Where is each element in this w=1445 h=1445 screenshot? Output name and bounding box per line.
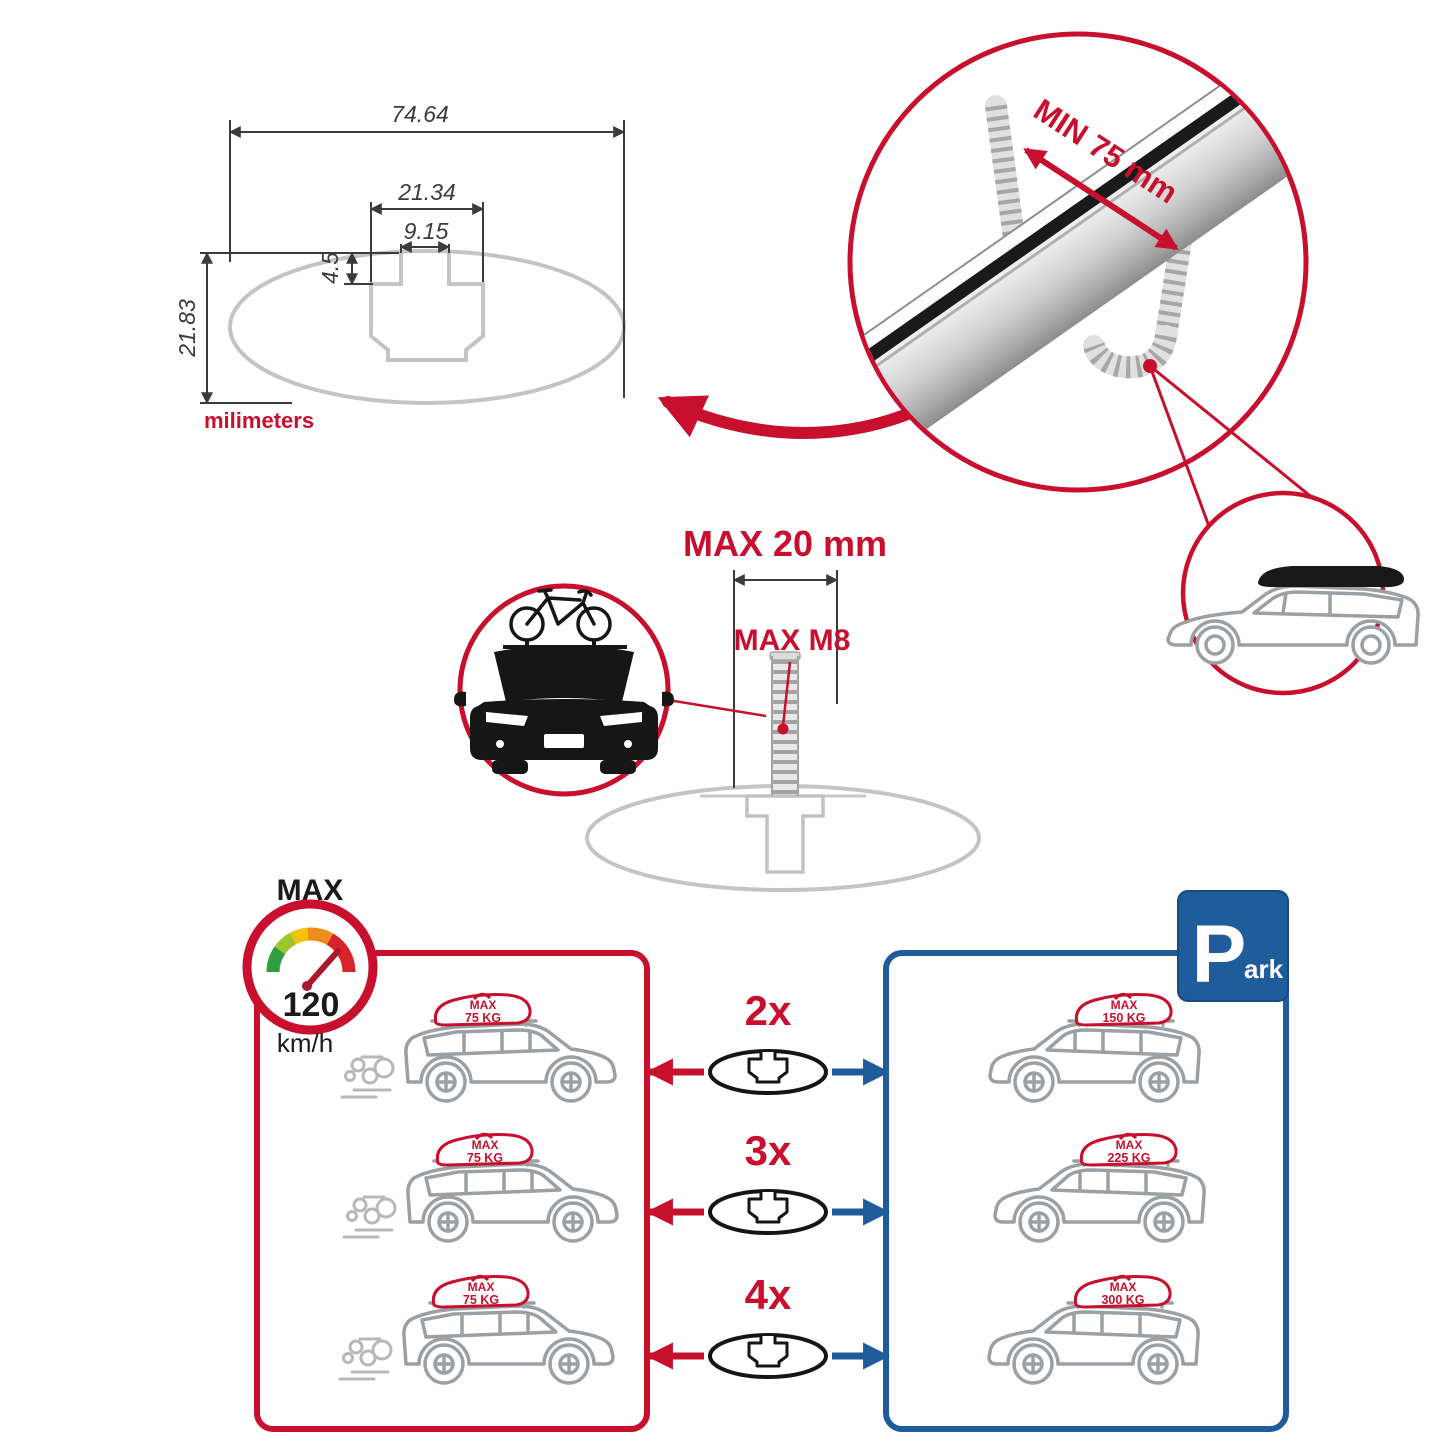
parked-car-row-3: MAX 300 KG: [987, 1274, 1200, 1385]
gauge-needle: [304, 948, 341, 989]
bar-count-label: 2x: [745, 987, 792, 1034]
headlights: [486, 712, 642, 726]
cargo-bag: MAX 225 KG: [1079, 1132, 1178, 1167]
min-clearance-arrow-icon: [1023, 147, 1179, 251]
parked-car-row-2: MAX 225 KG: [993, 1132, 1206, 1243]
cargo-weight-label: 300 KG: [1101, 1293, 1144, 1307]
callout-lines: [1148, 364, 1331, 541]
cargo-weight-label: 75 KG: [467, 1151, 503, 1165]
bar-count-label: 4x: [745, 1271, 792, 1318]
bolt-dimension-lines: [732, 570, 839, 788]
cargo-max-label: MAX: [468, 1280, 495, 1294]
crossbar-profile-icon: [708, 1049, 828, 1095]
gauge-arc: [266, 927, 356, 973]
speed-limit-badge: MAX 120 km/h: [242, 874, 378, 1058]
cargo-bag: MAX 300 KG: [1073, 1274, 1172, 1309]
cargo-weight-label: 150 KG: [1102, 1011, 1145, 1025]
bolt-max-length-label: MAX 20 mm: [683, 523, 887, 564]
suv-roof-box-circle: [1166, 490, 1420, 696]
bar-count-label: 3x: [745, 1127, 792, 1174]
bar-count-row-1: 2x: [645, 987, 891, 1095]
roof-box-icon: [1258, 566, 1405, 587]
bolt-max-thread-label: MAX M8: [734, 624, 851, 657]
dim-total-width: 74.64: [391, 101, 449, 127]
crossbar-profile-icon: [708, 1333, 828, 1379]
cargo-bag: MAX 75 KG: [433, 992, 532, 1027]
parking-sign-rest: ark: [1244, 954, 1284, 984]
parked-car-row-1: MAX 150 KG: [988, 992, 1201, 1103]
circle-to-bolt-line: [667, 698, 767, 718]
cargo-max-label: MAX: [472, 1138, 499, 1152]
cargo-max-label: MAX: [1110, 1280, 1137, 1294]
driving-car-row-3: MAX 75 KG: [338, 1274, 615, 1385]
crossbar-profile-icon: [708, 1189, 828, 1235]
thread-leader-line: [781, 661, 792, 727]
dim-slot-depth: 4.5: [317, 252, 343, 284]
bar-count-row-2: 3x: [645, 1127, 891, 1235]
speed-units: km/h: [277, 1028, 333, 1058]
t-nut-icon: [745, 794, 825, 874]
cargo-bag: MAX 150 KG: [1074, 992, 1173, 1027]
license-plate: [544, 734, 584, 748]
cargo-weight-label: 75 KG: [465, 1011, 501, 1025]
crossbar-detail-circle: MIN 75 mm: [847, 31, 1331, 541]
cargo-max-label: MAX: [1116, 1138, 1143, 1152]
cargo-weight-label: 75 KG: [463, 1293, 499, 1307]
driving-car-row-1: MAX 75 KG: [340, 992, 617, 1103]
speed-value: 120: [283, 986, 340, 1024]
car-front-bike-circle: [454, 583, 674, 797]
cargo-bag: MAX 75 KG: [431, 1274, 530, 1309]
parking-sign-board: [1177, 890, 1289, 1002]
cargo-bag: MAX 75 KG: [435, 1132, 534, 1167]
suv-with-roof-box-icon: [1166, 566, 1420, 665]
car-front-with-bike-icon: [454, 640, 674, 774]
units-label: milimeters: [204, 408, 314, 433]
speedometer-icon: [242, 899, 378, 1035]
thread-callout-dot: [777, 723, 789, 735]
cargo-max-label: MAX: [1111, 998, 1138, 1012]
dim-total-height: 21.83: [174, 299, 200, 358]
profile-dimension-diagram: 74.64 21.34 9.15 4.5 21.83 milimeters: [174, 101, 962, 439]
cargo-weight-label: 225 KG: [1107, 1151, 1150, 1165]
gauge-pivot: [302, 981, 312, 991]
crossbar-cross-section-icon: [228, 249, 626, 405]
bar-count-row-3: 4x: [645, 1271, 891, 1379]
driving-car-row-2: MAX 75 KG: [342, 1132, 619, 1243]
parking-sign-letter: P: [1192, 909, 1247, 1000]
parking-sign: P ark: [1177, 890, 1289, 1002]
bolt-detail-diagram: MAX 20 mm MAX M8: [585, 523, 981, 892]
t-slot-channel-icon: [369, 253, 485, 362]
cargo-max-label: MAX: [470, 998, 497, 1012]
dimension-arrows: [201, 126, 626, 405]
dim-channel-width: 21.34: [397, 179, 456, 205]
dim-slot-width: 9.15: [404, 218, 449, 244]
